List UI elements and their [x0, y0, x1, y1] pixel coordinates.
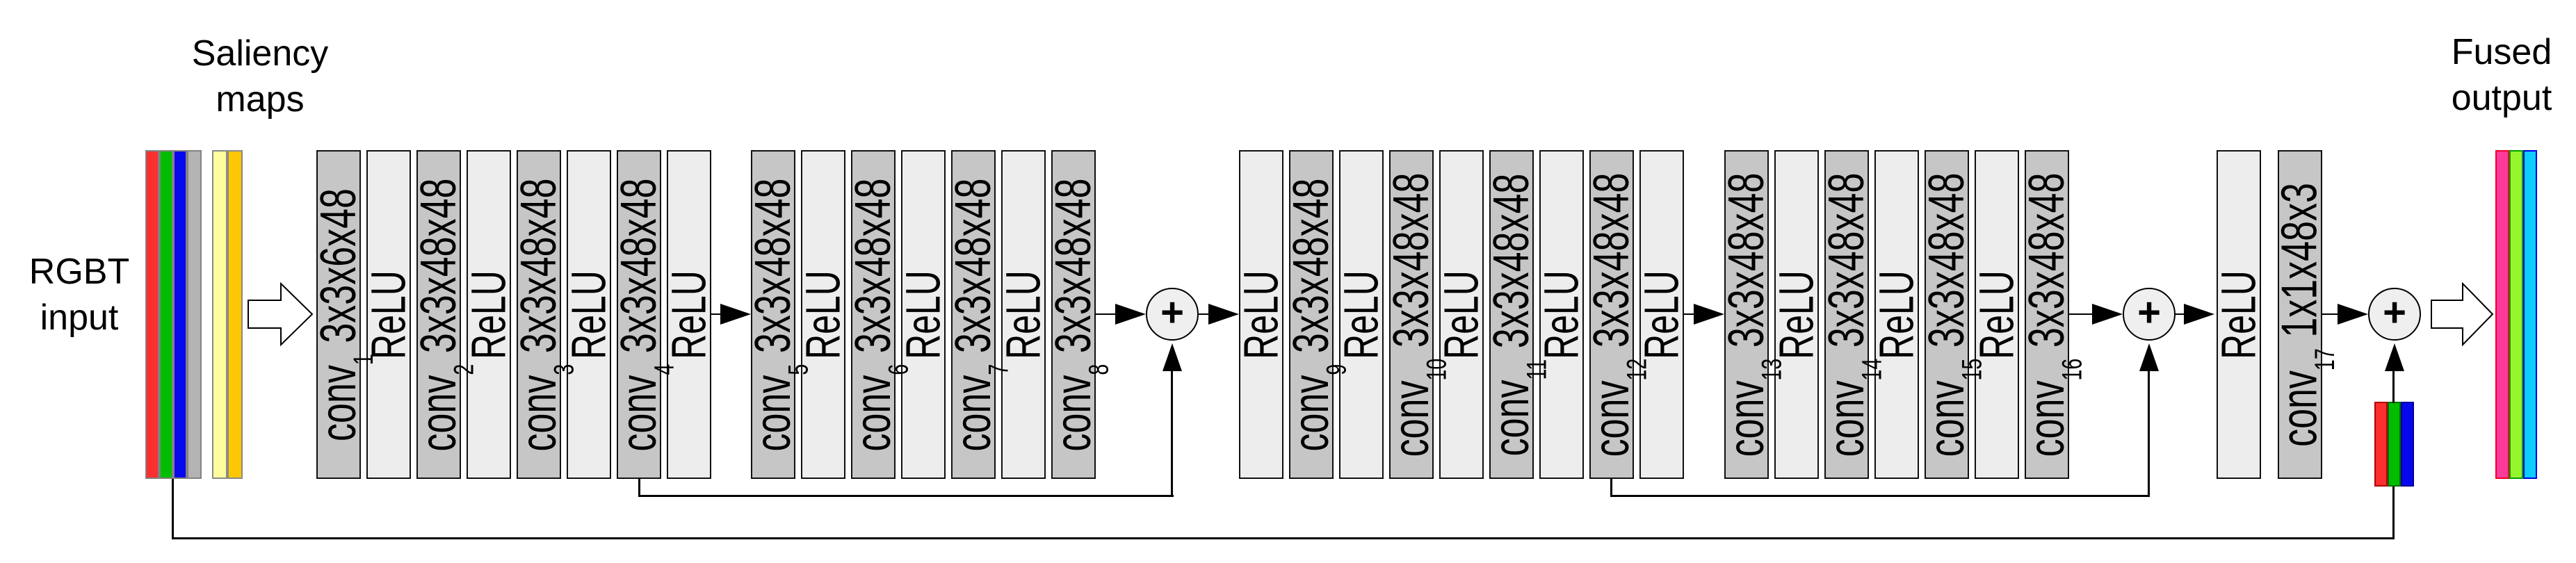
rgbt-input-label: RGBT input — [29, 252, 130, 338]
saliency-map-bar-1 — [212, 150, 227, 479]
relu-block: ReLU — [462, 150, 516, 479]
relu-block: ReLU — [1534, 150, 1589, 479]
connector-line — [1199, 313, 1211, 315]
relu-block: ReLU — [1334, 150, 1388, 479]
conv3-block: conv33x3x48x48 — [510, 150, 580, 479]
input-skip-rise-line-upper — [2392, 368, 2395, 403]
plus-icon: + — [2137, 289, 2161, 335]
conv9-block: conv93x3x48x48 — [1283, 150, 1352, 479]
input-arrow-icon — [248, 282, 314, 346]
flow-arrow-icon — [2338, 304, 2368, 325]
skip-arrow-up-icon — [2385, 343, 2404, 371]
input-skip-rise-line-lower — [2392, 487, 2395, 539]
saliency-map-bar-2 — [227, 150, 243, 479]
red-channel-minibar — [2374, 402, 2388, 487]
relu-block: ReLU — [1870, 150, 1924, 479]
saliency-maps-label: Saliency maps — [191, 33, 329, 120]
rgb-residual-bars — [2374, 402, 2414, 487]
plus-icon: + — [2383, 289, 2406, 335]
relu-block: ReLU — [1635, 150, 1689, 479]
conv10-block: conv103x3x48x48 — [1383, 150, 1452, 479]
relu-block: ReLU — [2212, 150, 2266, 479]
fused-output-bars — [2495, 150, 2537, 479]
connector-line — [1684, 313, 1696, 315]
conv5-block: conv53x3x48x48 — [745, 150, 814, 479]
output-cyan-bar — [2523, 150, 2537, 479]
conv-group-2: conv53x3x48x48 ReLU conv63x3x48x48 ReLU … — [745, 150, 1115, 479]
connector-line — [2176, 313, 2186, 315]
blue-channel-minibar — [2401, 402, 2414, 487]
relu-block: ReLU — [1434, 150, 1489, 479]
relu-block: ReLU — [796, 150, 850, 479]
conv6-block: conv63x3x48x48 — [845, 150, 914, 479]
conv15-block: conv153x3x48x48 — [1918, 150, 1988, 479]
add-node-3: + — [2368, 288, 2421, 341]
add-node-1: + — [1146, 288, 1199, 341]
conv14-block: conv143x3x48x48 — [1818, 150, 1888, 479]
blue-channel-bar — [173, 150, 187, 479]
relu-block: ReLU — [662, 150, 716, 479]
connector-line — [2322, 313, 2340, 315]
add-node-2: + — [2123, 288, 2176, 341]
green-channel-minibar — [2388, 402, 2401, 487]
saliency-map-bars — [212, 150, 243, 479]
flow-arrow-icon — [1115, 304, 1146, 325]
conv12-block: conv123x3x48x48 — [1583, 150, 1653, 479]
flow-arrow-icon — [2092, 304, 2123, 325]
skip-connection-2-drop-line — [1610, 479, 1612, 497]
skip-connection-1-rise-line — [1171, 368, 1173, 497]
conv-group-5: ReLU conv171x1x48x3 — [2212, 150, 2341, 479]
conv1-block: conv13x3x6x48 — [310, 150, 380, 479]
connector-line — [1096, 313, 1118, 315]
conv13-block: conv133x3x48x48 — [1718, 150, 1788, 479]
conv2-block: conv23x3x48x48 — [410, 150, 480, 479]
relu-block: ReLU — [1769, 150, 1824, 479]
skip-connection-1-drop-line — [638, 479, 640, 497]
connector-line — [2069, 313, 2094, 315]
red-channel-bar — [145, 150, 159, 479]
flow-arrow-icon — [720, 304, 751, 325]
thermal-channel-bar — [187, 150, 202, 479]
output-arrow-icon — [2431, 282, 2494, 346]
conv7-block: conv73x3x48x48 — [945, 150, 1014, 479]
conv-group-1: conv13x3x6x48 ReLU conv23x3x48x48 ReLU c… — [310, 150, 716, 479]
flow-arrow-icon — [1694, 304, 1724, 325]
flow-arrow-icon — [2184, 304, 2214, 325]
input-skip-long-line — [172, 537, 2395, 539]
green-channel-bar — [159, 150, 173, 479]
conv-group-4: conv133x3x48x48 ReLU conv143x3x48x48 ReL… — [1718, 150, 2088, 479]
output-pink-bar — [2495, 150, 2509, 479]
relu-block: ReLU — [1234, 150, 1288, 479]
relu-block: ReLU — [562, 150, 616, 479]
conv11-block: conv113x3x48x48 — [1483, 150, 1553, 479]
conv16-block: conv163x3x48x48 — [2018, 150, 2088, 479]
input-skip-drop-line — [172, 479, 174, 539]
skip-connection-2-line — [1610, 495, 2150, 497]
conv17-block: conv171x1x48x3 — [2271, 150, 2341, 479]
output-green-bar — [2509, 150, 2523, 479]
fused-output-label: Fused output — [2451, 32, 2552, 118]
flow-arrow-icon — [1208, 304, 1239, 325]
relu-block: ReLU — [362, 150, 416, 479]
relu-block: ReLU — [896, 150, 950, 479]
relu-block: ReLU — [1970, 150, 2024, 479]
conv8-block: conv83x3x48x48 — [1045, 150, 1115, 479]
plus-icon: + — [1160, 289, 1184, 335]
skip-arrow-up-icon — [1163, 343, 1182, 371]
skip-connection-2-rise-line — [2148, 368, 2150, 497]
conv-group-3: ReLU conv93x3x48x48 ReLU conv103x3x48x48… — [1234, 150, 1689, 479]
skip-connection-1-line — [638, 495, 1174, 497]
skip-arrow-up-icon — [2139, 343, 2159, 371]
relu-block: ReLU — [996, 150, 1051, 479]
connector-line — [711, 313, 724, 315]
rgbt-input-bars — [145, 150, 202, 479]
conv4-block: conv43x3x48x48 — [610, 150, 680, 479]
